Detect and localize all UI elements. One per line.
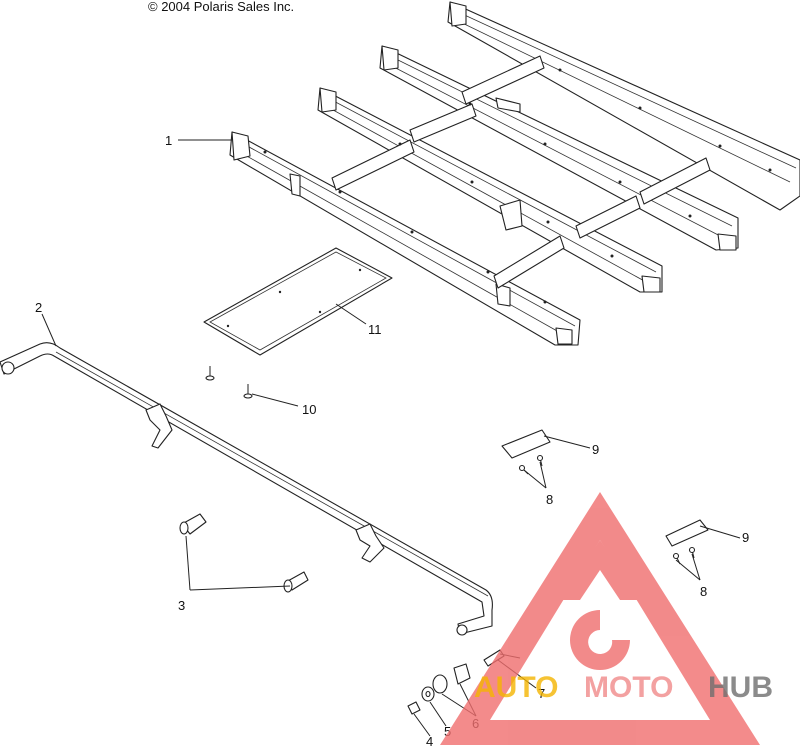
callout-2: 2: [35, 300, 42, 315]
bar-bracket-left: [145, 403, 173, 449]
frame-rail-b: [317, 87, 663, 293]
callout-10: 10: [302, 402, 316, 417]
screw-10: [205, 366, 253, 399]
frame-assembly: [229, 1, 800, 346]
washer-5: [421, 686, 435, 702]
bar-bracket-right: [355, 523, 385, 563]
callout-4: 4: [426, 734, 433, 747]
callout-3: 3: [178, 598, 185, 613]
watermark-logo: [440, 492, 760, 745]
callout-8b: 8: [700, 584, 707, 599]
watermark-text: AUTO MOTO HUB: [474, 671, 773, 704]
watermark-hub: HUB: [708, 671, 773, 704]
callout-8a: 8: [546, 492, 553, 507]
bracket-9: [501, 429, 709, 547]
watermark-moto: MOTO: [584, 671, 673, 704]
frame-bolt-holes: [263, 68, 772, 304]
plate-11: [203, 247, 393, 356]
frame-rail-a: [229, 131, 581, 346]
frame-rail-d: [447, 1, 800, 211]
watermark-triangle-icon: [440, 492, 760, 745]
copyright-text: © 2004 Polaris Sales Inc.: [148, 0, 294, 14]
watermark-auto: AUTO: [474, 671, 558, 704]
bushing-6: [432, 663, 471, 694]
callout-7: 7: [538, 686, 545, 701]
nut-4: [407, 701, 421, 715]
callout-11: 11: [368, 322, 382, 337]
leader-lines: [41, 139, 741, 737]
bushing-3: [179, 513, 309, 593]
torsion-bar-2: [0, 342, 493, 636]
callout-labels: 1 2 3 4 5 6 7 8 8 9 9 10 11: [35, 133, 749, 747]
callout-9b: 9: [742, 530, 749, 545]
frame-cross-members: [331, 55, 711, 289]
callout-5: 5: [444, 724, 451, 739]
callout-9a: 9: [592, 442, 599, 457]
callout-1: 1: [165, 133, 172, 148]
